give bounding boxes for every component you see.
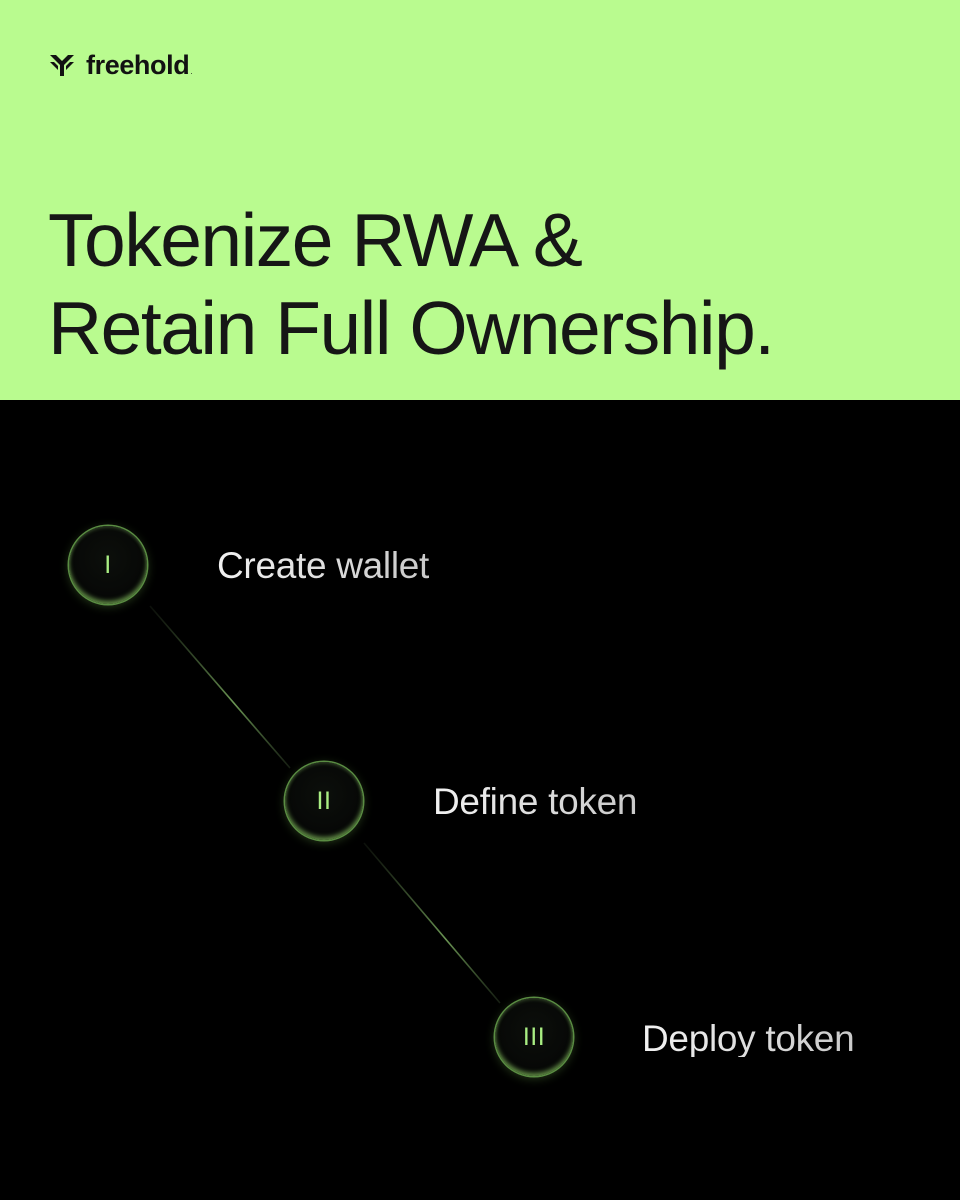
- freehold-logo-icon: [50, 55, 74, 76]
- step-3-node: III: [495, 998, 573, 1076]
- connector-line-1: [149, 605, 291, 769]
- step-2-node: II: [285, 762, 363, 840]
- headline-line-2: Retain Full Ownership.: [48, 286, 775, 370]
- hero-section: freehold . Tokenize RWA & Retain Full Ow…: [0, 0, 960, 400]
- step-1-numeral: I: [104, 550, 112, 579]
- step-3-numeral: III: [522, 1022, 546, 1051]
- step-2-numeral: II: [316, 786, 332, 815]
- brand-name: freehold: [86, 49, 190, 80]
- headline-line-1: Tokenize RWA &: [48, 198, 583, 282]
- step-2-label: Define token: [433, 781, 638, 822]
- step-3-label: Deploy token: [642, 1018, 855, 1059]
- connector-line-2: [363, 842, 501, 1004]
- headline: Tokenize RWA & Retain Full Ownership.: [48, 196, 928, 372]
- brand-trademark-dot: .: [190, 67, 193, 76]
- step-1-label: Create wallet: [217, 545, 430, 586]
- brand-logo: freehold .: [48, 48, 193, 82]
- step-1-node: I: [69, 526, 147, 604]
